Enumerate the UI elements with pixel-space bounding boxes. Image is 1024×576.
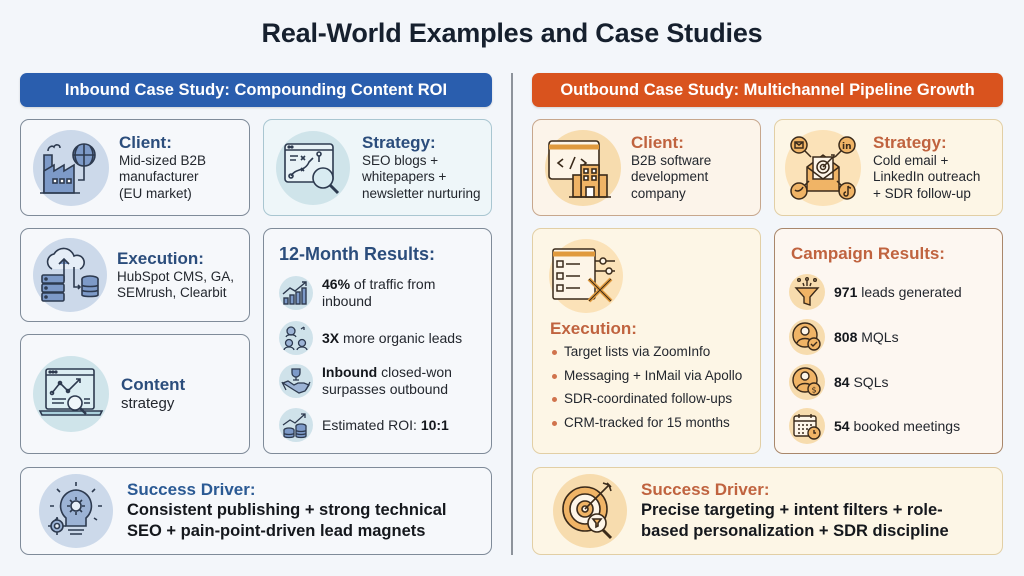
inbound-content-card: Content strategy	[20, 334, 250, 454]
result-text: more organic leads	[339, 329, 463, 346]
laptop-analytics-icon	[33, 356, 109, 432]
result-text: Estimated ROI:	[322, 416, 421, 433]
lightbulb-gear-icon	[39, 474, 113, 548]
svg-text:$: $	[812, 386, 817, 395]
inbound-execution-card: Execution: HubSpot CMS, GA, SEMrush, Cle…	[20, 228, 250, 322]
user-check-icon	[789, 319, 825, 355]
execution-bullet: CRM-tracked for 15 months	[550, 411, 742, 435]
driver-line: Precise targeting + intent filters + rol…	[641, 501, 943, 519]
execution-bullet: Target lists via ZoomInfo	[550, 340, 742, 364]
growth-chart-icon	[279, 276, 313, 310]
target-arrow-filter-icon	[553, 474, 627, 548]
trophy-handshake-icon	[279, 364, 313, 398]
execution-heading: Execution:	[550, 319, 637, 338]
execution-bullet: SDR-coordinated follow-ups	[550, 387, 742, 411]
list-tools-icon	[549, 239, 623, 313]
driver-line: Consistent publishing + strong technical	[127, 501, 447, 519]
result-text: closed-won	[377, 364, 452, 380]
client-line: company	[631, 185, 686, 201]
result-text: inbound	[322, 293, 372, 309]
driver-heading: Success Driver:	[127, 480, 256, 499]
strategy-line: LinkedIn outreach	[873, 169, 981, 185]
outbound-results-card: Campaign Results: 971 leads generated 80…	[774, 228, 1003, 454]
outbound-driver-card: Success Driver: Precise targeting + inte…	[532, 467, 1003, 555]
code-window-building-icon	[545, 129, 621, 206]
factory-globe-icon	[33, 129, 109, 206]
client-line: Mid-sized B2B	[119, 152, 207, 168]
result-value: Inbound	[322, 364, 378, 380]
result-value: 3X	[322, 329, 340, 346]
result-text: surpasses outbound	[322, 381, 449, 397]
content-line: strategy	[121, 395, 175, 412]
result-value: 46%	[322, 276, 351, 292]
email-target-social-icon: in	[785, 129, 861, 206]
inbound-client-card: Client: Mid-sized B2B manufacturer (EU m…	[20, 119, 250, 216]
execution-bullet-list: Target lists via ZoomInfo Messaging + In…	[550, 340, 742, 434]
client-line: development	[631, 169, 709, 185]
client-line: manufacturer	[119, 169, 199, 185]
outbound-client-card: Client: B2B software development company	[532, 119, 761, 216]
execution-bullet: Messaging + InMail via Apollo	[550, 364, 742, 388]
strategy-heading: Strategy:	[873, 132, 947, 152]
result-text: leads generated	[857, 283, 962, 300]
execution-line: HubSpot CMS, GA,	[117, 268, 235, 284]
client-heading: Client:	[631, 132, 684, 152]
result-value: 10:1	[420, 416, 449, 433]
driver-heading: Success Driver:	[641, 480, 770, 499]
svg-text:in: in	[842, 142, 852, 152]
result-value: 54	[834, 417, 850, 434]
result-item: 54 booked meetings	[789, 408, 960, 444]
strategy-line: newsletter nurturing	[362, 185, 481, 201]
driver-line: SEO + pain-point-driven lead magnets	[127, 522, 426, 540]
inbound-strategy-card: Strategy: SEO blogs + whitepapers + news…	[263, 119, 492, 216]
client-heading: Client:	[119, 132, 172, 152]
calendar-clock-icon	[789, 408, 825, 444]
column-divider	[511, 73, 513, 555]
strategy-line: SEO blogs +	[362, 152, 439, 168]
client-line: (EU market)	[119, 185, 192, 201]
results-heading: Campaign Results:	[791, 244, 945, 263]
execution-line: SEMrush, Clearbit	[117, 285, 227, 300]
driver-line: based personalization + SDR discipline	[641, 522, 949, 540]
inbound-driver-card: Success Driver: Consistent publishing + …	[20, 467, 492, 555]
inbound-banner: Inbound Case Study: Compounding Content …	[20, 73, 492, 107]
result-item: 808 MQLs	[789, 319, 899, 355]
result-value: 84	[834, 373, 850, 390]
strategy-line: + SDR follow-up	[873, 185, 971, 201]
page-title: Real-World Examples and Case Studies	[261, 18, 763, 48]
outbound-strategy-card: in Strategy: Cold email + LinkedIn outre…	[774, 119, 1003, 216]
strategy-magnifier-icon	[276, 130, 350, 205]
results-heading: 12-Month Results:	[279, 244, 436, 264]
outbound-banner: Outbound Case Study: Multichannel Pipeli…	[532, 73, 1003, 107]
people-network-icon	[279, 321, 313, 355]
result-value: 808	[834, 328, 858, 345]
client-line: B2B software	[631, 152, 712, 168]
result-value: 971	[834, 283, 858, 300]
result-text: SQLs	[849, 373, 889, 390]
result-item: 971 leads generated	[789, 274, 962, 310]
cloud-server-database-icon	[33, 238, 107, 312]
execution-heading: Execution:	[117, 248, 204, 268]
outbound-execution-card: Execution: Target lists via ZoomInfo Mes…	[532, 228, 761, 454]
result-text: MQLs	[857, 328, 899, 345]
result-item: 3X more organic leads	[279, 321, 462, 355]
content-heading: Content	[121, 375, 186, 394]
strategy-heading: Strategy:	[362, 132, 436, 152]
result-text: of traffic from	[350, 276, 436, 292]
funnel-icon	[789, 274, 825, 310]
result-item: Estimated ROI: 10:1	[279, 408, 449, 442]
user-dollar-icon: $	[789, 364, 825, 400]
strategy-line: Cold email +	[873, 152, 949, 168]
result-item: $ 84 SQLs	[789, 364, 888, 400]
result-text: booked meetings	[849, 417, 961, 434]
strategy-line: whitepapers +	[362, 169, 447, 185]
coins-growth-icon	[279, 408, 313, 442]
